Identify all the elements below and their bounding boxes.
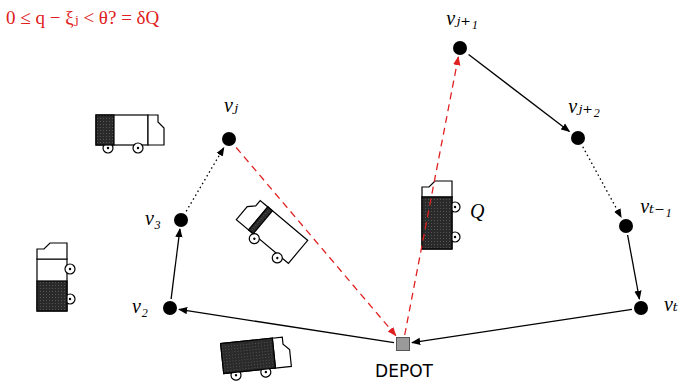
vertex-label: vⱼ xyxy=(224,95,238,115)
customer-vertex: vⱼ₊₂ xyxy=(571,131,585,145)
vertex-label: vₜ xyxy=(664,294,678,314)
route-arc xyxy=(583,147,621,217)
vertex-label: vₜ₋₁ xyxy=(640,196,671,216)
vertex-label: v₂ xyxy=(132,296,148,316)
depot-square: DEPOT xyxy=(396,337,410,351)
route-arc xyxy=(405,57,459,335)
route-arc xyxy=(186,148,224,212)
route-arc xyxy=(171,229,180,299)
vertex-label: vⱼ₊₁ xyxy=(446,8,478,28)
vertex-label: v₃ xyxy=(145,208,161,228)
customer-vertex: v₂ xyxy=(163,301,177,315)
capacity-condition: 0 ≤ q − ξⱼ < θ? = δQ xyxy=(6,8,159,27)
route-arc xyxy=(412,309,632,342)
customer-vertex: vⱼ₊₁ xyxy=(453,41,467,55)
customer-vertex: v₃ xyxy=(174,213,188,227)
route-arc xyxy=(236,148,396,336)
customer-vertex: vₜ₋₁ xyxy=(619,219,633,233)
vertex-label: DEPOT xyxy=(375,363,433,380)
customer-vertex: vⱼ xyxy=(222,132,236,146)
route-arc xyxy=(469,55,570,132)
vertex-label: vⱼ₊₂ xyxy=(568,96,600,116)
route-arc xyxy=(628,235,640,299)
customer-vertex: vₜ xyxy=(634,301,648,315)
capacity-label: Q xyxy=(470,201,484,221)
route-arc xyxy=(179,309,394,342)
